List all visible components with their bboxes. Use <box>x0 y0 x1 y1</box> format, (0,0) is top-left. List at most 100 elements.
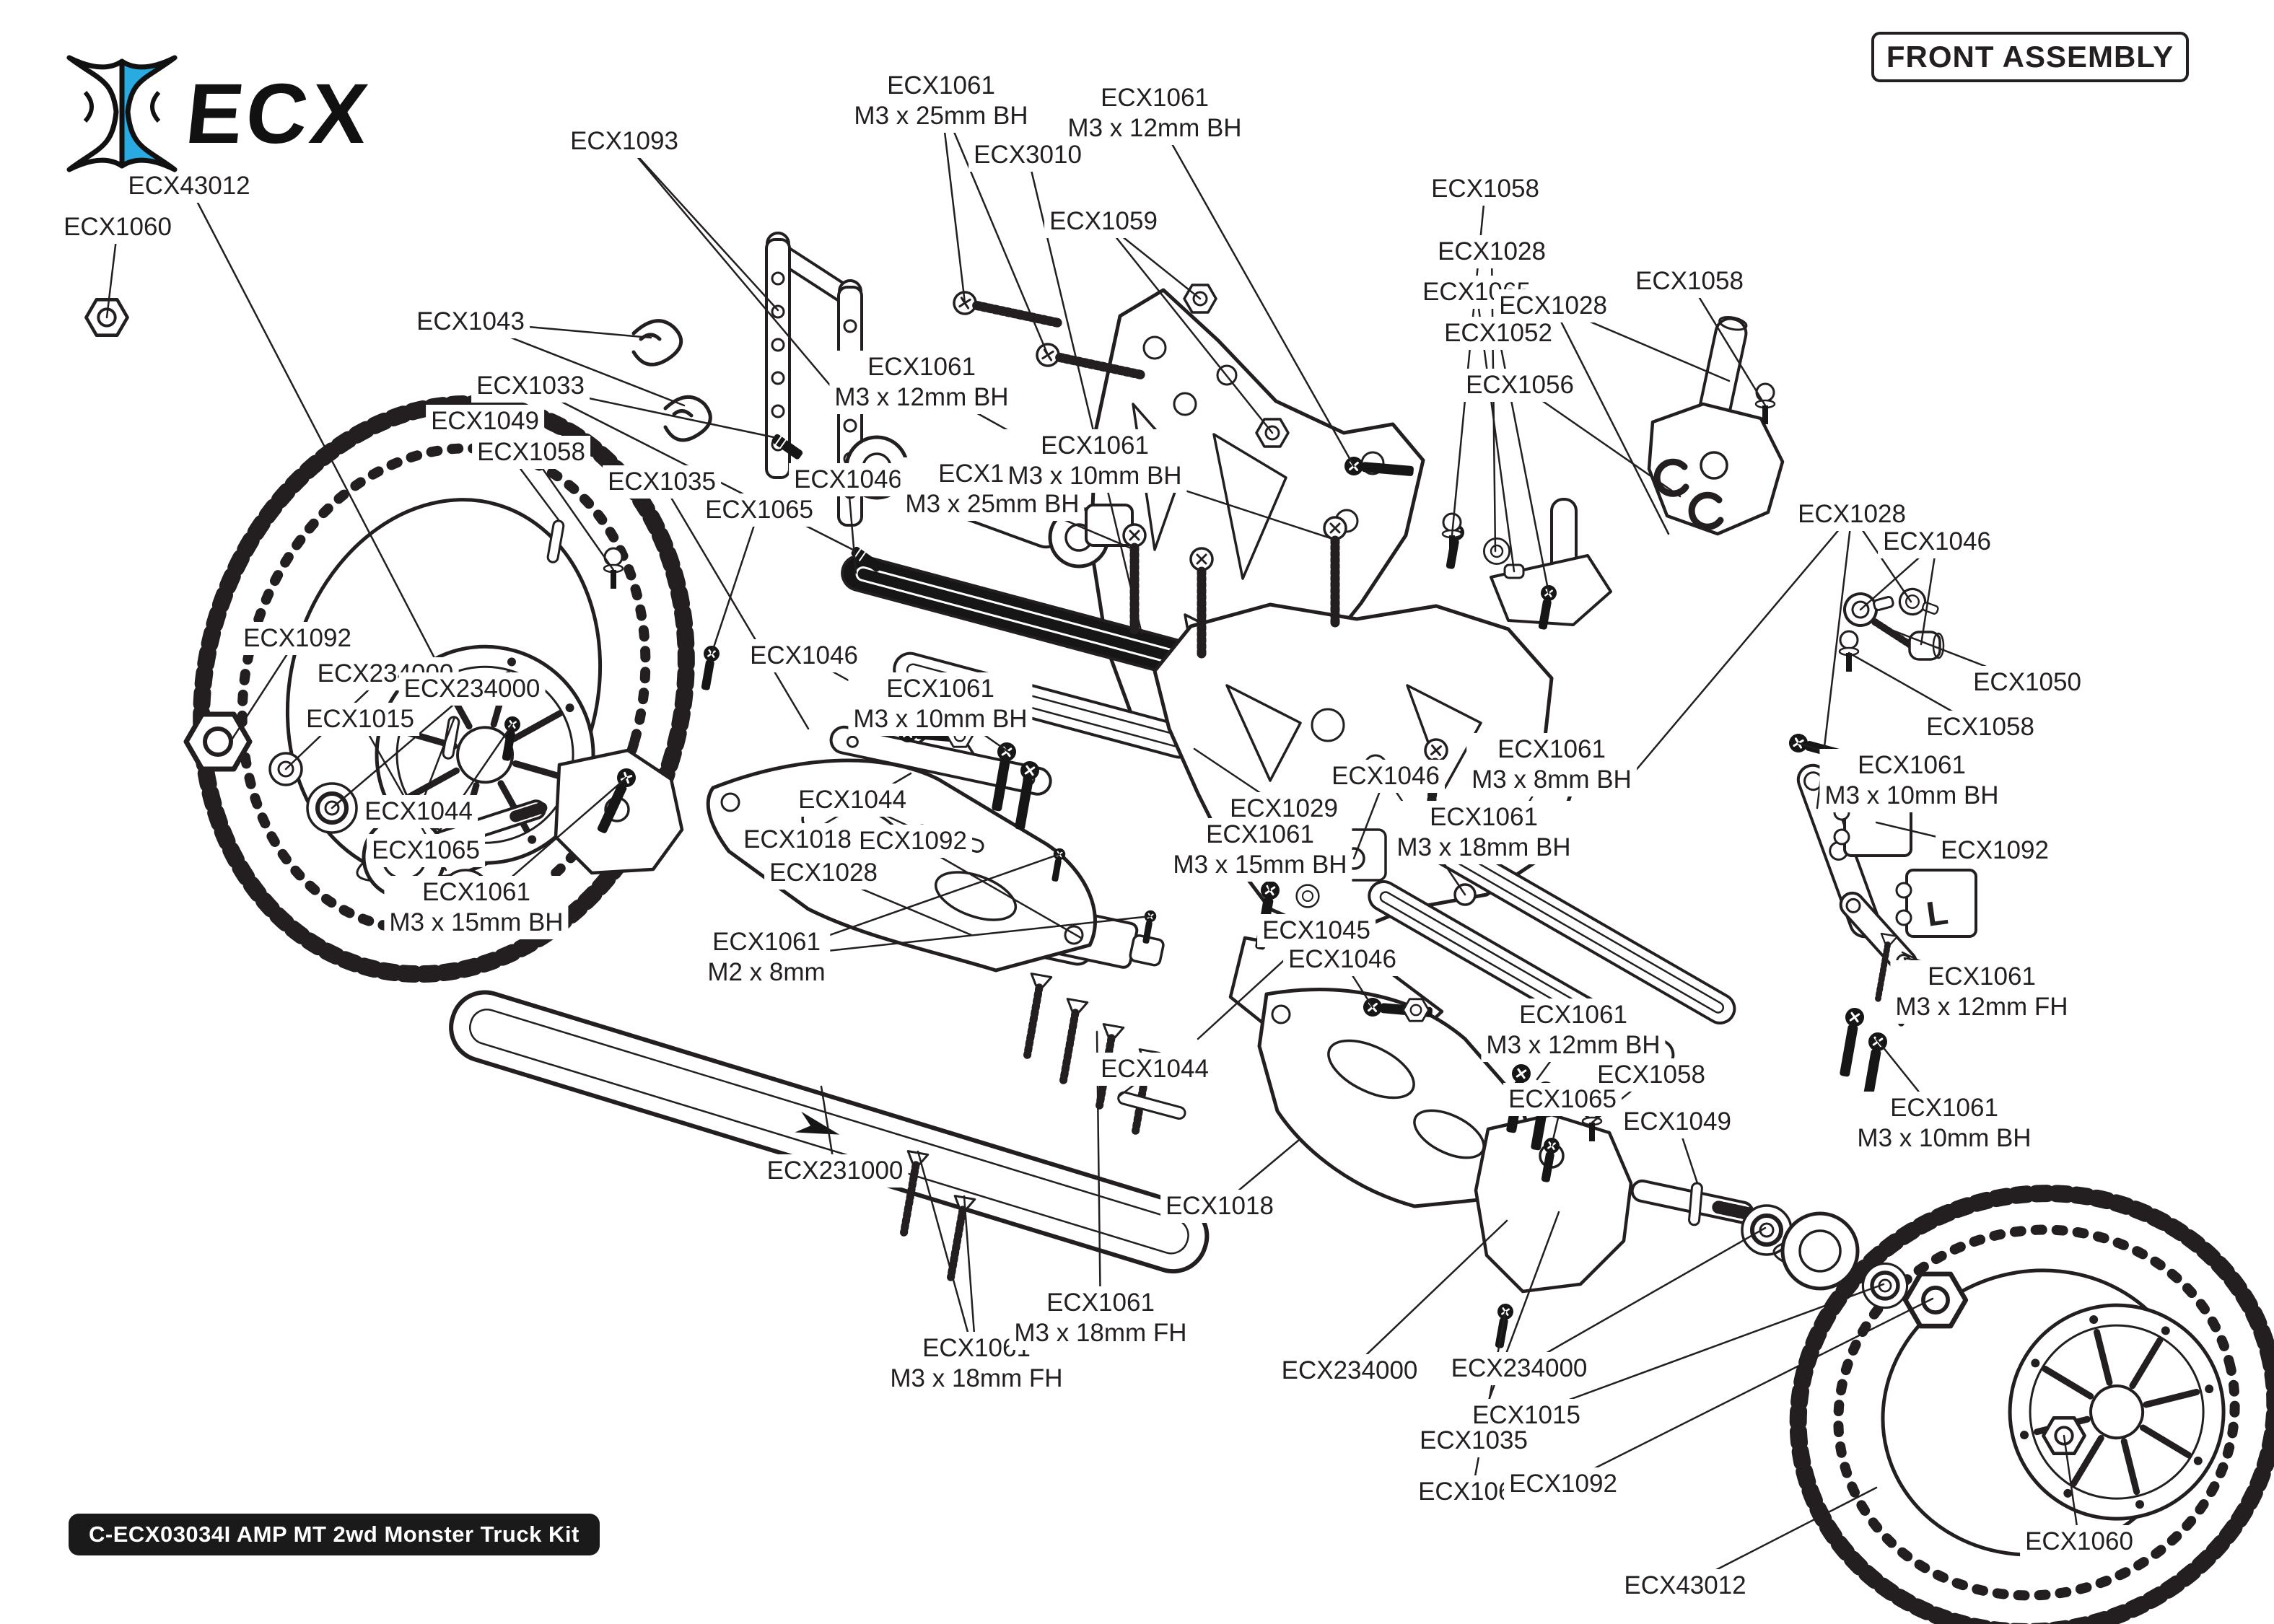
part-number: ECX1056 <box>1466 371 1574 399</box>
part-number: ECX1061 <box>1858 751 1966 779</box>
part-label: ECX43012 <box>123 170 255 203</box>
leader-line <box>2063 1434 2081 1543</box>
bellcrank-drawing <box>1796 584 1945 976</box>
kit-code: C-ECX03034I AMP MT 2wd Monster Truck Kit <box>89 1522 580 1547</box>
part-number: ECX1028 <box>1438 237 1546 265</box>
part-label: ECX1046 <box>1878 525 1996 558</box>
leader-line <box>623 140 847 405</box>
part-spec: M2 x 8mm <box>707 958 826 986</box>
part-number: ECX1061 <box>887 71 995 100</box>
part-label: ECX1046 <box>1283 943 1401 976</box>
part-number: ECX1018 <box>743 825 852 853</box>
part-spec: M3 x 10mm BH <box>853 705 1028 733</box>
part-number: ECX3010 <box>974 141 1082 169</box>
part-label: ECX1045 <box>1257 914 1376 947</box>
part-spec: M3 x 18mm FH <box>1014 1319 1187 1347</box>
part-spec: M3 x 12mm BH <box>1486 1031 1661 1059</box>
part-number: ECX1058 <box>1926 713 2034 741</box>
part-label: ECX1035 <box>1414 1424 1533 1457</box>
ecx-wordmark: ECX <box>182 66 375 162</box>
part-number: ECX1028 <box>769 859 878 887</box>
part-number: ECX1092 <box>1941 836 2049 864</box>
part-spec: M3 x 12mm BH <box>834 383 1009 411</box>
part-label: ECX1018 <box>1160 1190 1279 1223</box>
part-number: ECX1035 <box>1420 1426 1528 1454</box>
part-spec: M3 x 10mm BH <box>1824 781 1999 809</box>
leader-line <box>1525 1283 1885 1417</box>
part-spec: M3 x 25mm BH <box>905 490 1080 518</box>
leader-line <box>1552 304 1670 535</box>
leader-line <box>623 140 779 312</box>
part-number: ECX1058 <box>477 438 585 466</box>
part-label: ECX1050 <box>1968 666 2086 699</box>
leader-line <box>660 480 810 730</box>
part-number: ECX1044 <box>798 786 906 814</box>
part-spec: M3 x 15mm BH <box>389 908 564 936</box>
part-number: ECX1028 <box>1798 500 1906 528</box>
right-knuckle-drawing <box>1474 1112 2085 1454</box>
part-label: ECX234000 <box>1446 1352 1593 1385</box>
title-box: FRONT ASSEMBLY <box>1871 32 2189 82</box>
caster-block-drawing <box>1490 315 1785 626</box>
leader-line <box>331 688 473 809</box>
part-label: ECX1046 <box>789 463 907 496</box>
part-spec: M3 x 10mm BH <box>1007 462 1182 490</box>
part-label: ECX1093 <box>565 125 683 158</box>
leader-line <box>1518 384 1682 498</box>
part-number: ECX1061 <box>1206 820 1314 848</box>
part-spec: M3 x 18mm BH <box>1396 833 1571 861</box>
leader-line <box>1628 513 1853 779</box>
part-label: ECX1092 <box>854 825 972 858</box>
part-number: ECX1060 <box>64 213 172 241</box>
part-number: ECX1065 <box>705 496 813 524</box>
block-l-marking: L <box>1924 893 1950 934</box>
part-number: ECX1018 <box>1166 1192 1274 1220</box>
part-number: ECX1061 <box>712 928 821 956</box>
leader-line <box>1688 280 1767 407</box>
left-hub-drawing <box>86 299 684 919</box>
part-number: ECX1029 <box>1230 794 1338 822</box>
part-number: ECX1061 <box>1101 84 1209 112</box>
part-number: ECX1046 <box>1288 945 1396 973</box>
part-spec: M3 x 8mm BH <box>1471 765 1632 794</box>
page-title: FRONT ASSEMBLY <box>1886 40 2174 74</box>
part-number: ECX1061 <box>886 675 994 703</box>
part-number: ECX1035 <box>608 468 716 496</box>
part-label: ECX1028 <box>1793 498 1911 531</box>
part-label: ECX1065 <box>367 834 485 867</box>
part-label: ECX1028 <box>764 856 883 890</box>
part-number: ECX1028 <box>1499 291 1607 320</box>
part-label: ECX1058 <box>1921 711 2039 744</box>
part-label: ECX1028 <box>1433 235 1551 268</box>
ecx-logo: ECX <box>56 49 460 193</box>
part-number: ECX43012 <box>128 172 250 200</box>
part-number: ECX1046 <box>750 641 858 670</box>
leader-line <box>940 100 1049 356</box>
part-label: ECX1060 <box>2020 1525 2138 1558</box>
leader-lines <box>105 100 2081 1587</box>
part-label: ECX1049 <box>1618 1105 1736 1138</box>
part-label: ECX1044 <box>359 795 478 828</box>
part-number: ECX1061 <box>1046 1289 1155 1317</box>
leader-line <box>228 637 299 745</box>
part-number: ECX231000 <box>766 1156 904 1185</box>
part-number: ECX43012 <box>1624 1571 1746 1599</box>
part-label: ECX1092 <box>1936 834 2054 867</box>
part-label: ECX1058 <box>472 436 590 469</box>
part-number: ECX1044 <box>1101 1055 1209 1083</box>
leader-line <box>917 1150 978 1365</box>
part-label: ECX1033 <box>471 369 590 403</box>
part-number: ECX1015 <box>306 705 414 733</box>
part-number: ECX1093 <box>570 127 678 155</box>
part-number: ECX1046 <box>1883 527 1991 556</box>
